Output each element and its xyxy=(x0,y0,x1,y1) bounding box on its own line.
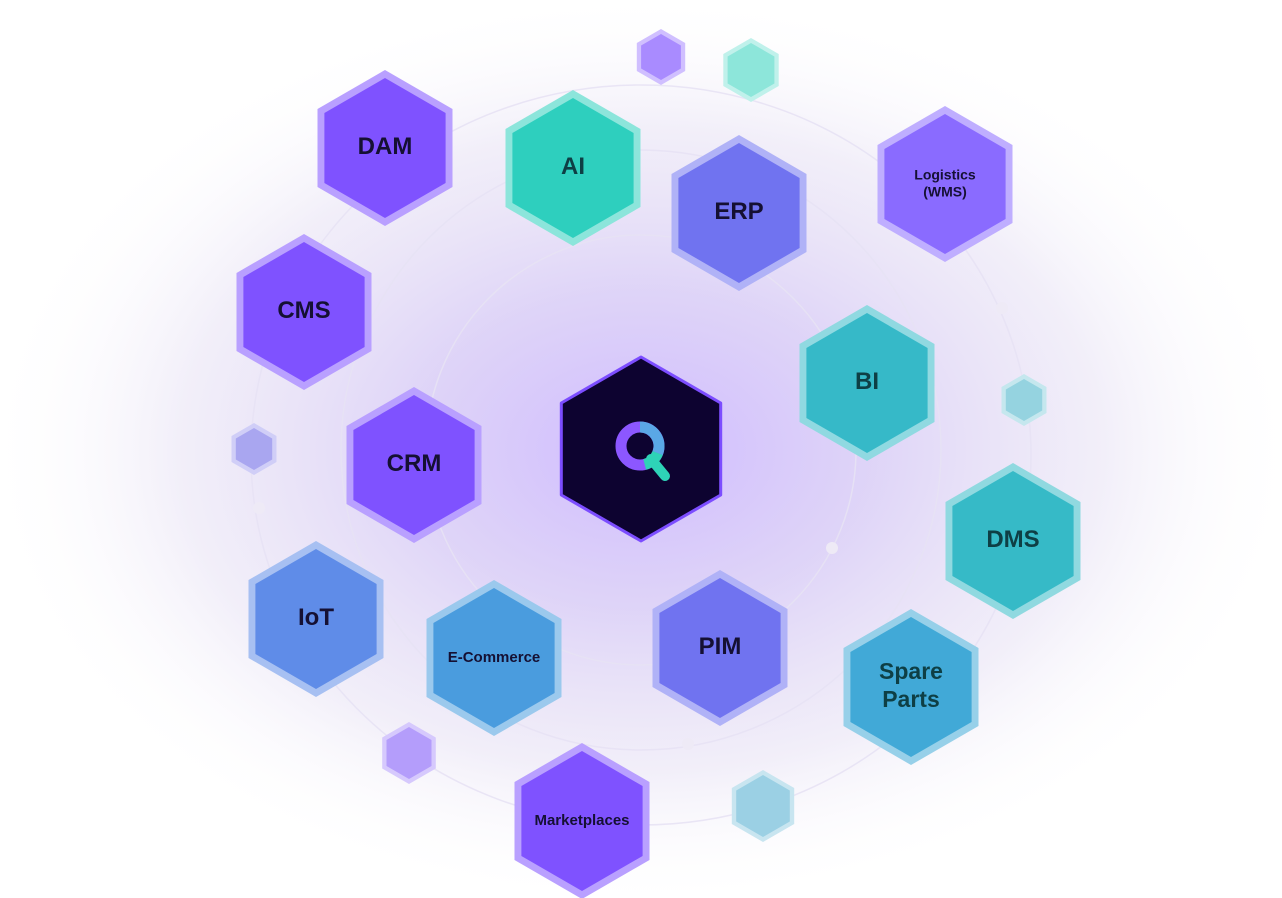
decorative-hex xyxy=(723,38,779,102)
node-label-pim: PIM xyxy=(699,633,742,660)
node-label-bi: BI xyxy=(855,368,879,395)
node-erp[interactable]: ERP xyxy=(671,135,807,291)
node-label-dam: DAM xyxy=(358,133,413,160)
node-label-iot: IoT xyxy=(298,604,334,631)
node-crm[interactable]: CRM xyxy=(346,387,482,543)
orbit-dot xyxy=(996,302,1008,314)
node-label-logistics: Logistics(WMS) xyxy=(914,166,976,199)
orbit-ring xyxy=(340,149,942,751)
hex-fill xyxy=(324,78,446,218)
node-label-ai: AI xyxy=(561,153,585,180)
node-iot[interactable]: IoT xyxy=(248,541,384,697)
center-hub[interactable] xyxy=(559,355,723,543)
node-label-cms: CMS xyxy=(277,297,330,324)
q-logo-icon xyxy=(615,421,670,481)
node-label-erp: ERP xyxy=(714,198,763,225)
hub-hex xyxy=(559,355,723,543)
node-ecommerce[interactable]: E-Commerce xyxy=(426,580,562,736)
orbit-dot xyxy=(253,502,265,514)
node-bi[interactable]: BI xyxy=(799,305,935,461)
node-label-ecommerce: E-Commerce xyxy=(448,649,541,666)
node-cms[interactable]: CMS xyxy=(236,234,372,390)
hex-fill xyxy=(952,471,1074,611)
node-label-crm: CRM xyxy=(387,450,442,477)
node-ai[interactable]: AI xyxy=(505,90,641,246)
hex-fill xyxy=(353,395,475,535)
orbit-dot xyxy=(826,542,838,554)
hex-fill xyxy=(659,578,781,718)
hex-fill xyxy=(255,549,377,689)
integration-nodes: DAM AI ERP Logistics(WMS) CMS BI CRM DMS IoT E-Co… xyxy=(236,70,1081,898)
hex-fill xyxy=(678,143,800,283)
orbit-dot xyxy=(682,738,694,750)
decorative-hex xyxy=(231,423,277,475)
hex-fill xyxy=(512,98,634,238)
hex-fill xyxy=(884,114,1006,254)
decorative-hex xyxy=(636,29,686,85)
hex-fill xyxy=(806,313,928,453)
decorative-hex xyxy=(731,770,795,842)
orbit-dots xyxy=(253,302,1008,750)
node-logistics[interactable]: Logistics(WMS) xyxy=(877,106,1013,262)
decorative-hex xyxy=(1001,374,1047,426)
node-label-dms: DMS xyxy=(986,526,1039,553)
node-marketplaces[interactable]: Marketplaces xyxy=(514,743,650,898)
hex-fill xyxy=(850,617,972,757)
hex-fill xyxy=(433,588,555,728)
node-dms[interactable]: DMS xyxy=(945,463,1081,619)
node-label-marketplaces: Marketplaces xyxy=(534,812,629,829)
decorative-hexes xyxy=(231,29,1047,842)
hex-fill xyxy=(243,242,365,382)
hex-fill xyxy=(521,751,643,891)
node-dam[interactable]: DAM xyxy=(317,70,453,226)
decorative-hex xyxy=(382,722,436,784)
node-pim[interactable]: PIM xyxy=(652,570,788,726)
